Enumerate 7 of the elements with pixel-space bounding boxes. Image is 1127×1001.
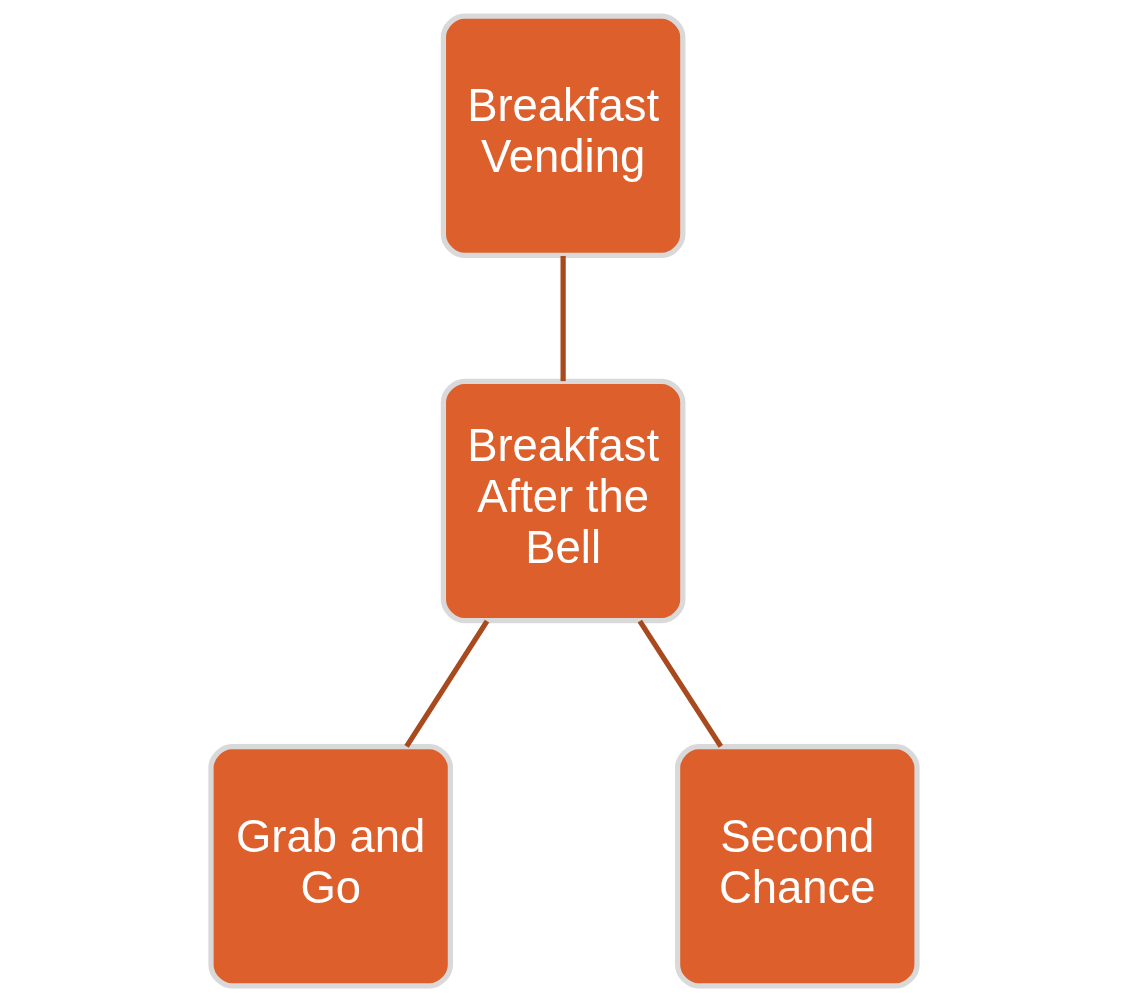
connector [637, 619, 723, 748]
node-box: Second Chance [674, 743, 920, 989]
node-box: Breakfast After the Bell [440, 378, 685, 623]
connector [560, 255, 566, 381]
node-box: Grab and Go [207, 743, 453, 989]
connector [403, 619, 489, 748]
node-box: Breakfast Vending [440, 12, 685, 258]
